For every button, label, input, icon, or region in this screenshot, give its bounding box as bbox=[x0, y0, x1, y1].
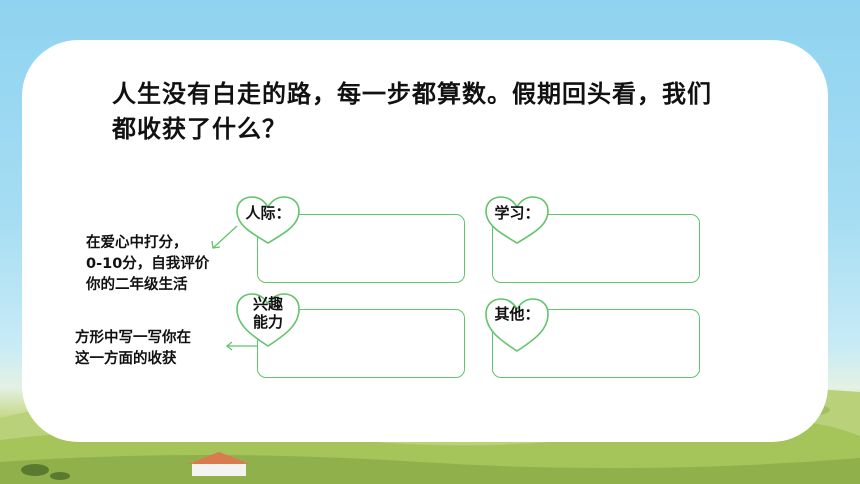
note-scoring: 在爱心中打分， 0-10分，自我评价 你的二年级生活 bbox=[86, 233, 209, 296]
heart-icon bbox=[485, 196, 549, 244]
note-writing-line2: 这一方面的收获 bbox=[75, 351, 177, 367]
arrow-to-box-icon bbox=[225, 341, 258, 351]
heart-icon bbox=[485, 298, 549, 352]
heart-score-other[interactable]: 其他： bbox=[482, 297, 552, 352]
note-scoring-line1: 在爱心中打分， bbox=[86, 235, 188, 251]
heart-label-interest-line2: 能力 bbox=[252, 313, 283, 331]
heart-label-interest-line1: 兴趣 bbox=[252, 295, 283, 313]
heart-label-interpersonal: 人际： bbox=[245, 204, 291, 222]
heart-label-other: 其他： bbox=[494, 305, 540, 323]
heart-score-study[interactable]: 学习： bbox=[482, 195, 552, 245]
heart-score-interest[interactable]: 兴趣 能力 bbox=[233, 292, 303, 347]
heart-score-interpersonal[interactable]: 人际： bbox=[233, 195, 303, 245]
heart-icon bbox=[236, 196, 300, 244]
note-scoring-line2: 0-10分，自我评价 bbox=[86, 256, 210, 272]
slide-title: 人生没有白走的路，每一步都算数。假期回头看，我们都收获了什么？ bbox=[112, 80, 712, 143]
arrow-to-heart-icon bbox=[211, 225, 238, 249]
note-scoring-line3: 你的二年级生活 bbox=[86, 277, 188, 293]
heart-label-study: 学习： bbox=[494, 204, 540, 222]
note-writing: 方形中写一写你在 这一方面的收获 bbox=[75, 328, 191, 370]
note-writing-line1: 方形中写一写你在 bbox=[75, 330, 191, 346]
heart-icon bbox=[236, 293, 300, 347]
